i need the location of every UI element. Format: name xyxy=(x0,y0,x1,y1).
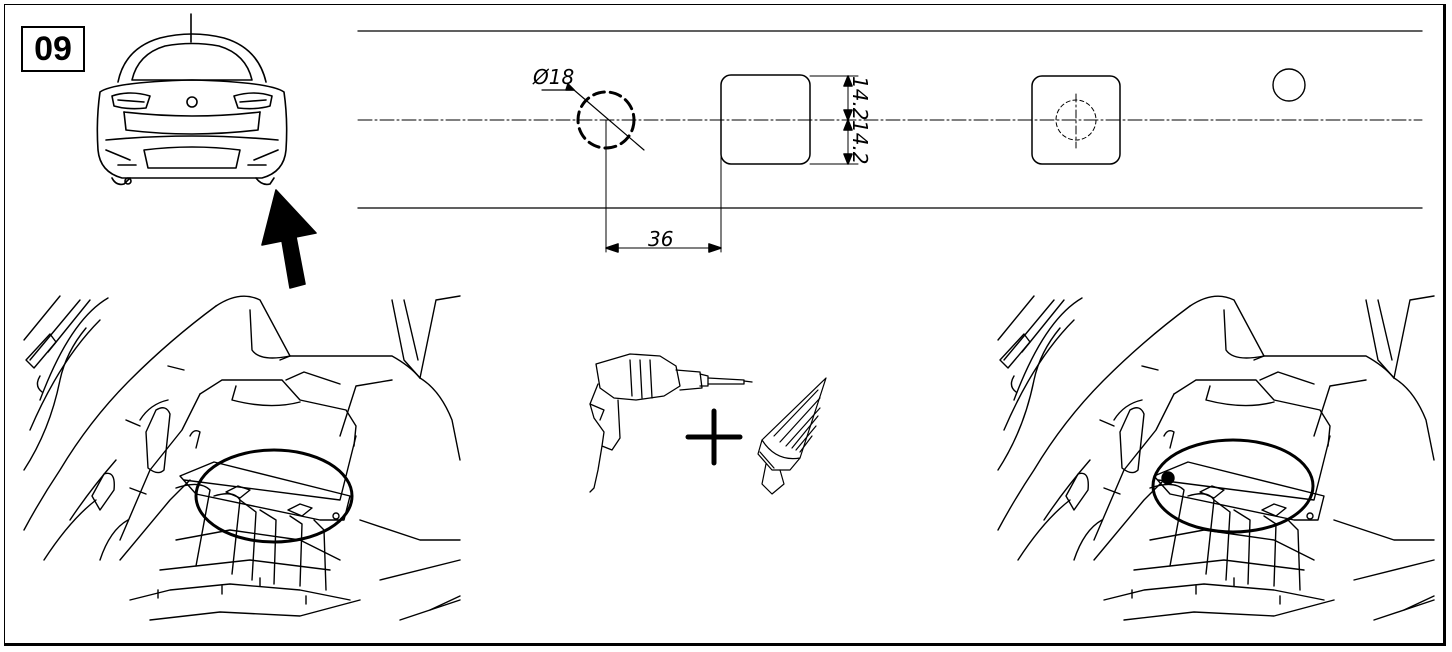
trunk-interior-before xyxy=(23,295,461,621)
trunk-interior-after xyxy=(997,295,1435,621)
offset-dimension-label: 36 xyxy=(648,227,674,251)
height-bottom-label: 14.2 xyxy=(848,120,872,165)
step-number-badge: 09 xyxy=(21,26,85,72)
height-top-label: 14.2 xyxy=(848,76,872,121)
arrow-up-icon xyxy=(261,189,317,289)
bumper-strip-drawing xyxy=(357,30,1423,253)
highlight-ellipse-left xyxy=(194,448,354,544)
car-rear-view-icon xyxy=(96,13,288,186)
hole-diameter-label: Ø18 xyxy=(533,65,575,89)
highlight-ellipse-right xyxy=(1151,438,1315,534)
plus-icon xyxy=(685,408,743,466)
step-number: 09 xyxy=(34,29,72,68)
step-drill-bit-icon xyxy=(757,377,827,495)
instruction-sheet xyxy=(4,4,1446,646)
drill-icon xyxy=(589,353,753,493)
